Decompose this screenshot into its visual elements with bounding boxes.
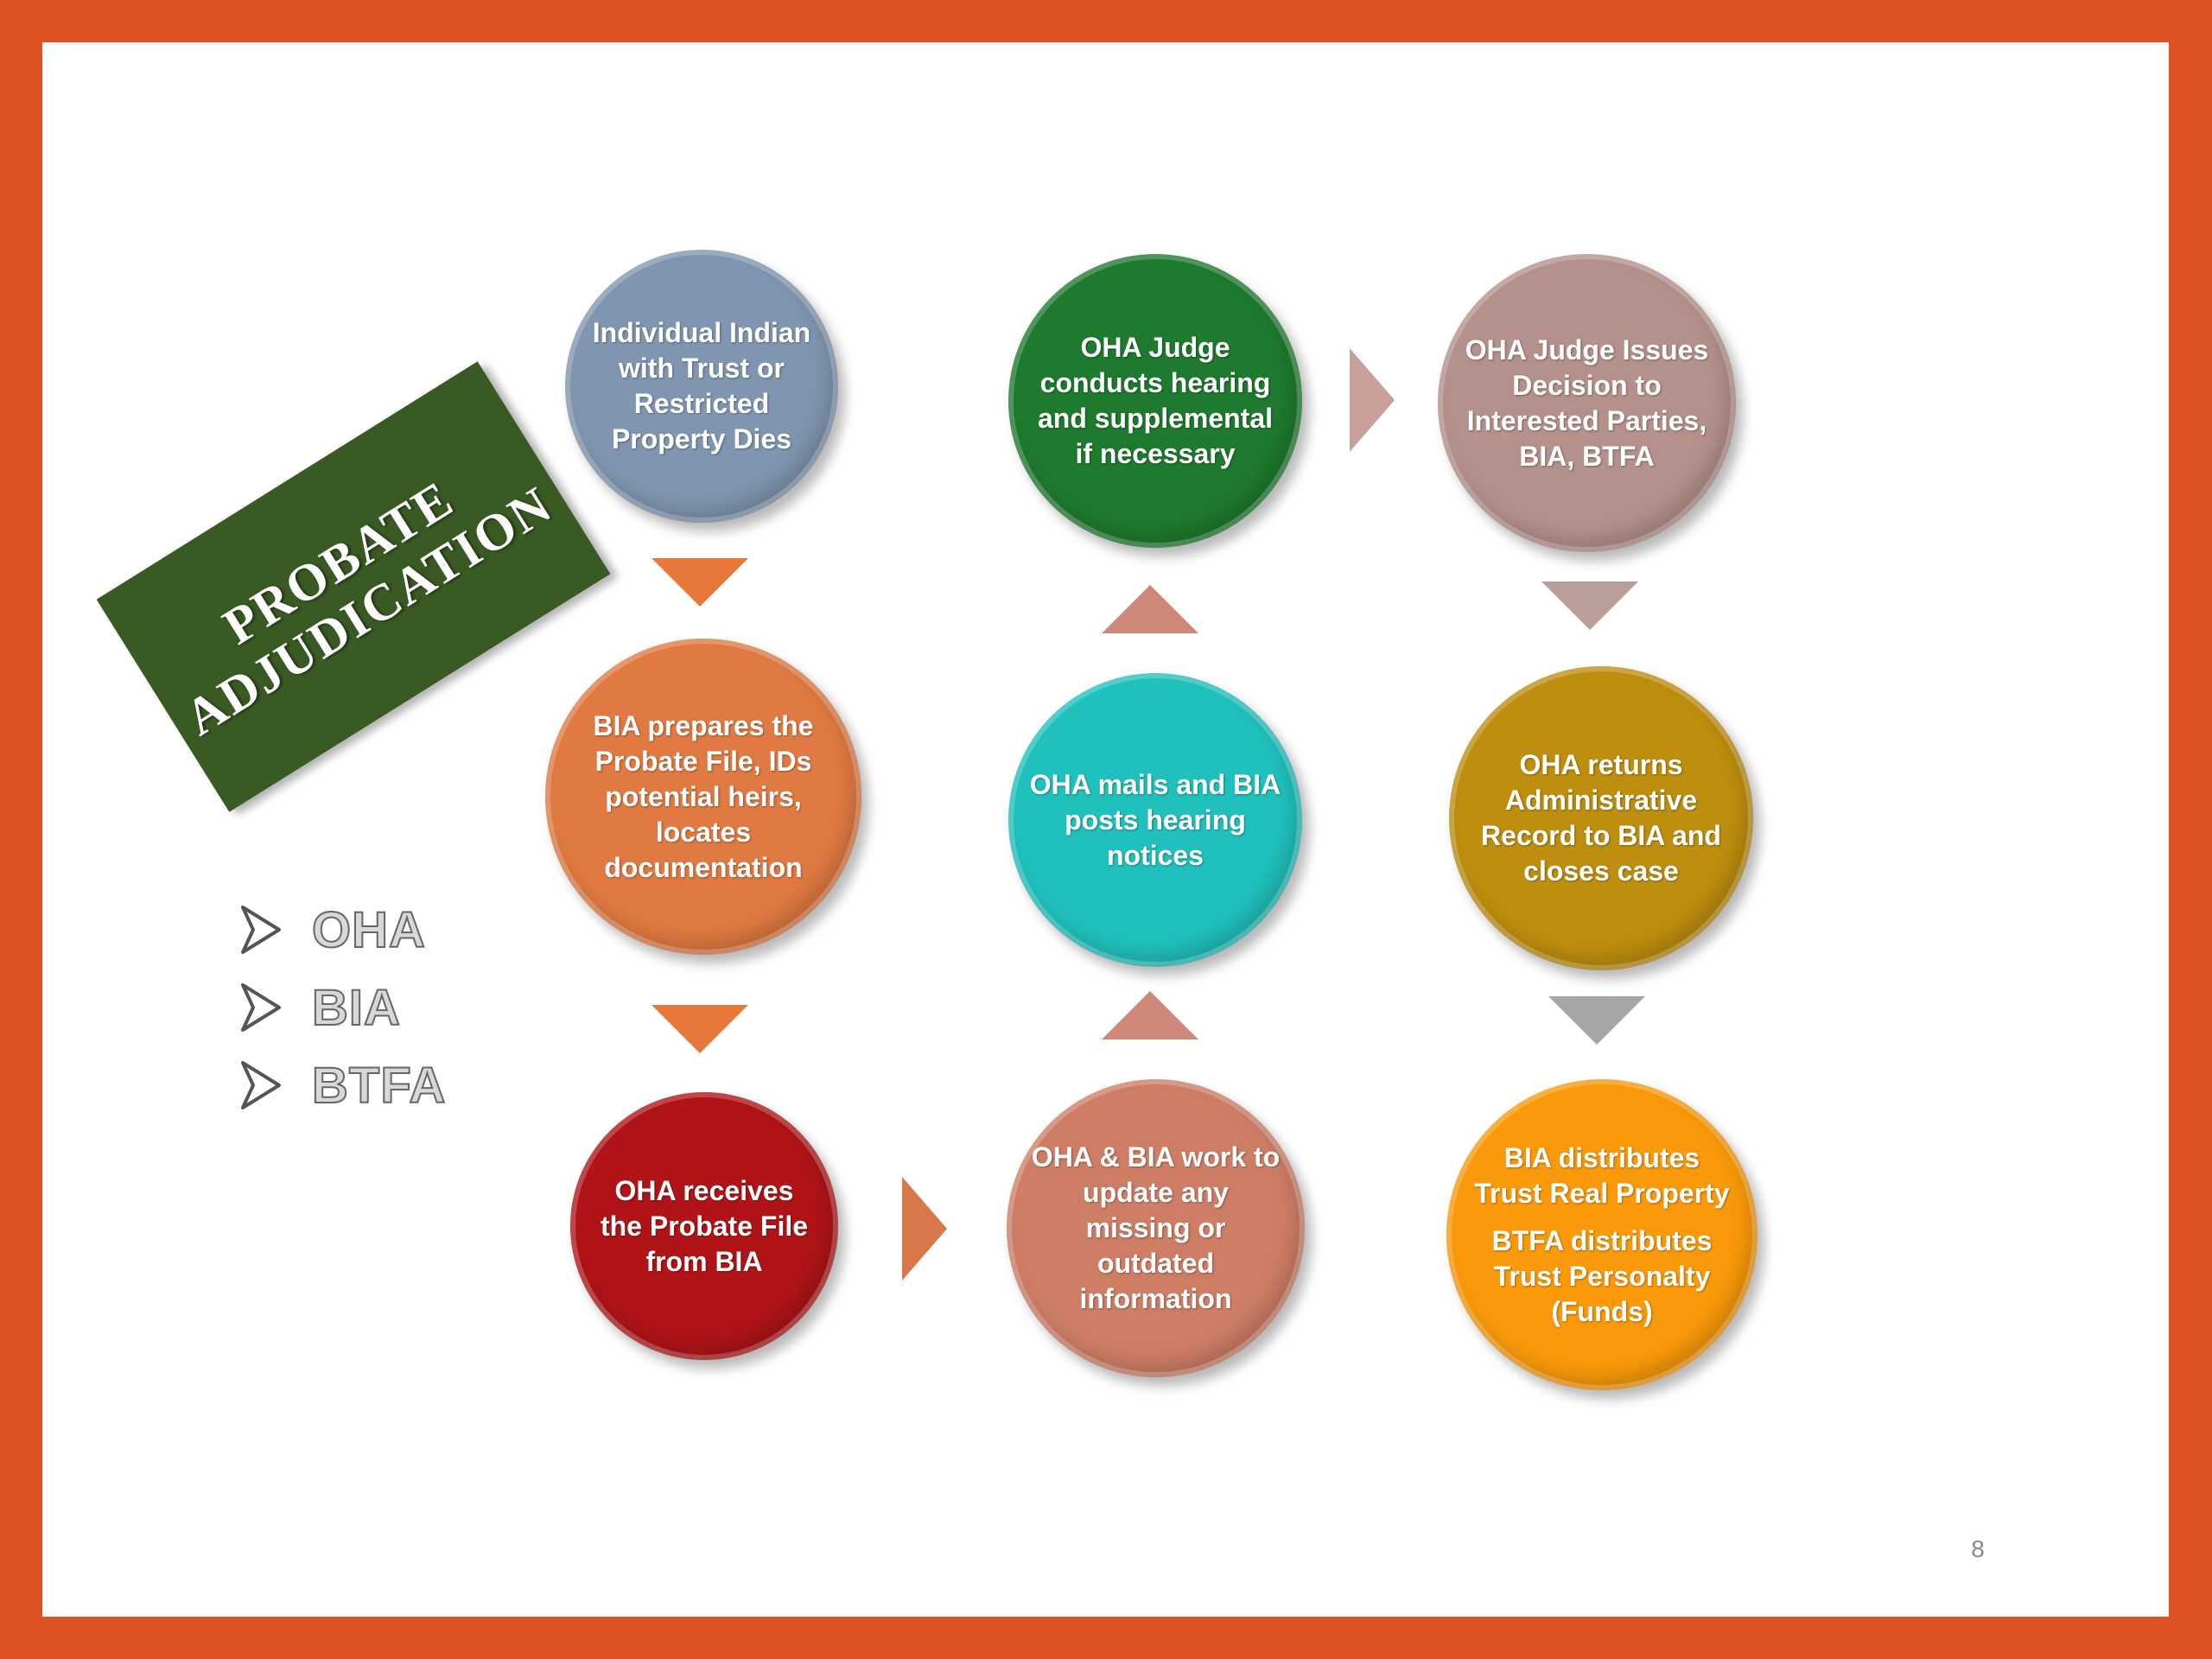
agency-item: OHA [239, 891, 464, 969]
arrow-down-icon [1548, 996, 1645, 1045]
arrow-down-icon [652, 558, 748, 607]
step-bia-prepares-file: BIA prepares the Probate File, IDs poten… [545, 639, 861, 955]
step-text: BTFA distributes Trust Personalty (Funds… [1491, 1224, 1713, 1327]
step-text: OHA mails and BIA posts hearing notices [1029, 768, 1281, 871]
agency-label: OHA [311, 901, 426, 959]
step-judge-issues-decision: OHA Judge Issues Decision to Interested … [1438, 254, 1736, 552]
step-text: OHA & BIA work to update any missing or … [1031, 1141, 1281, 1314]
step-text: BIA distributes Trust Real Property [1474, 1141, 1730, 1209]
arrow-down-icon [1541, 582, 1638, 630]
agency-label: BTFA [311, 1057, 447, 1115]
arrow-up-icon [1102, 585, 1198, 633]
step-update-information: OHA & BIA work to update any missing or … [1007, 1079, 1305, 1377]
arrow-down-icon [652, 1005, 748, 1053]
step-text: OHA Judge conducts hearing and supplemen… [1037, 332, 1274, 469]
step-text: OHA Judge Issues Decision to Interested … [1465, 334, 1709, 472]
step-oha-closes-case: OHA returns Administrative Record to BIA… [1449, 666, 1753, 970]
step-individual-dies: Individual Indian with Trust or Restrict… [565, 250, 838, 523]
step-distribute-property: BIA distributes Trust Real Property BTFA… [1446, 1079, 1758, 1390]
step-oha-receives-file: OHA receives the Probate File from BIA [570, 1092, 838, 1360]
step-hearing-notices: OHA mails and BIA posts hearing notices [1008, 673, 1302, 967]
slide-number: 8 [1971, 1535, 1985, 1562]
slide: PROBATE ADJUDICATION OHA BIA BTFA Indivi… [42, 42, 2169, 1617]
step-text: BIA prepares the Probate File, IDs poten… [593, 709, 814, 883]
arrowhead-bullet-icon [241, 906, 281, 954]
arrow-up-icon [1102, 991, 1198, 1039]
step-text: Individual Indian with Trust or Restrict… [592, 317, 811, 454]
agency-item: BTFA [239, 1046, 464, 1124]
agency-label: BIA [311, 979, 401, 1037]
step-text: OHA receives the Probate File from BIA [600, 1174, 809, 1277]
step-text: OHA returns Administrative Record to BIA… [1481, 749, 1721, 887]
title-banner: PROBATE ADJUDICATION [96, 361, 611, 812]
arrow-right-icon [902, 1177, 947, 1281]
arrow-right-icon [1350, 348, 1395, 452]
arrowhead-bullet-icon [241, 983, 281, 1032]
agency-item: BIA [239, 969, 464, 1046]
step-judge-conducts-hearing: OHA Judge conducts hearing and supplemen… [1008, 254, 1302, 548]
agency-list: OHA BIA BTFA [239, 891, 464, 1124]
arrowhead-bullet-icon [241, 1061, 281, 1109]
